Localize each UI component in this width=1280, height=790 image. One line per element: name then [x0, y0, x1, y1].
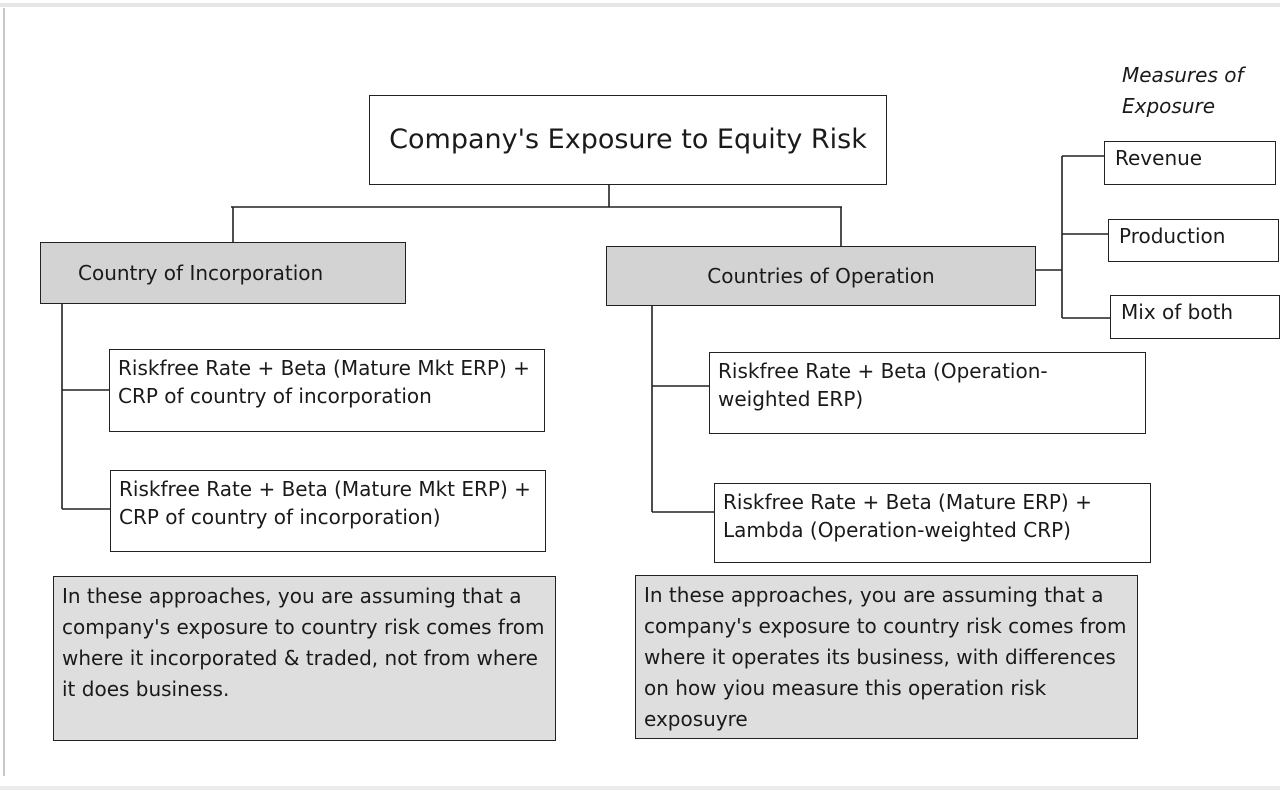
header-right-label: Countries of Operation	[707, 263, 935, 288]
measure-production: Production	[1108, 219, 1279, 262]
measure-mix-of-both: Mix of both	[1110, 295, 1280, 339]
formula-box-incorporation-2: Riskfree Rate + Beta (Mature Mkt ERP) + …	[110, 470, 546, 552]
formula-text: Riskfree Rate + Beta (Mature Mkt ERP) + …	[119, 477, 531, 530]
formula-box-incorporation-1: Riskfree Rate + Beta (Mature Mkt ERP) + …	[109, 349, 545, 432]
frame-left-border	[3, 8, 5, 776]
diagram-title: Company's Exposure to Equity Risk	[389, 123, 867, 155]
measure-label: Revenue	[1115, 146, 1203, 170]
measures-title: Measures of Exposure	[1122, 63, 1244, 118]
formula-box-operation-2: Riskfree Rate + Beta (Mature ERP) + Lamb…	[714, 483, 1151, 563]
formula-box-operation-1: Riskfree Rate + Beta (Operation-weighted…	[709, 352, 1146, 434]
note-incorporation: In these approaches, you are assuming th…	[53, 576, 556, 741]
frame-top-border	[0, 3, 1280, 7]
diagram-title-box: Company's Exposure to Equity Risk	[369, 95, 887, 185]
header-country-of-incorporation: Country of Incorporation	[40, 242, 406, 304]
measure-revenue: Revenue	[1104, 141, 1276, 185]
formula-text: Riskfree Rate + Beta (Mature ERP) + Lamb…	[723, 490, 1092, 543]
header-countries-of-operation: Countries of Operation	[606, 246, 1036, 306]
frame-bottom-border	[0, 786, 1280, 790]
header-left-label: Country of Incorporation	[78, 260, 324, 285]
note-operation: In these approaches, you are assuming th…	[635, 575, 1138, 739]
formula-text: Riskfree Rate + Beta (Operation-weighted…	[718, 359, 1048, 412]
note-text: In these approaches, you are assuming th…	[62, 584, 545, 701]
measure-label: Production	[1119, 224, 1226, 248]
note-text: In these approaches, you are assuming th…	[644, 583, 1127, 731]
formula-text: Riskfree Rate + Beta (Mature Mkt ERP) + …	[118, 356, 530, 409]
measure-label: Mix of both	[1121, 300, 1234, 324]
